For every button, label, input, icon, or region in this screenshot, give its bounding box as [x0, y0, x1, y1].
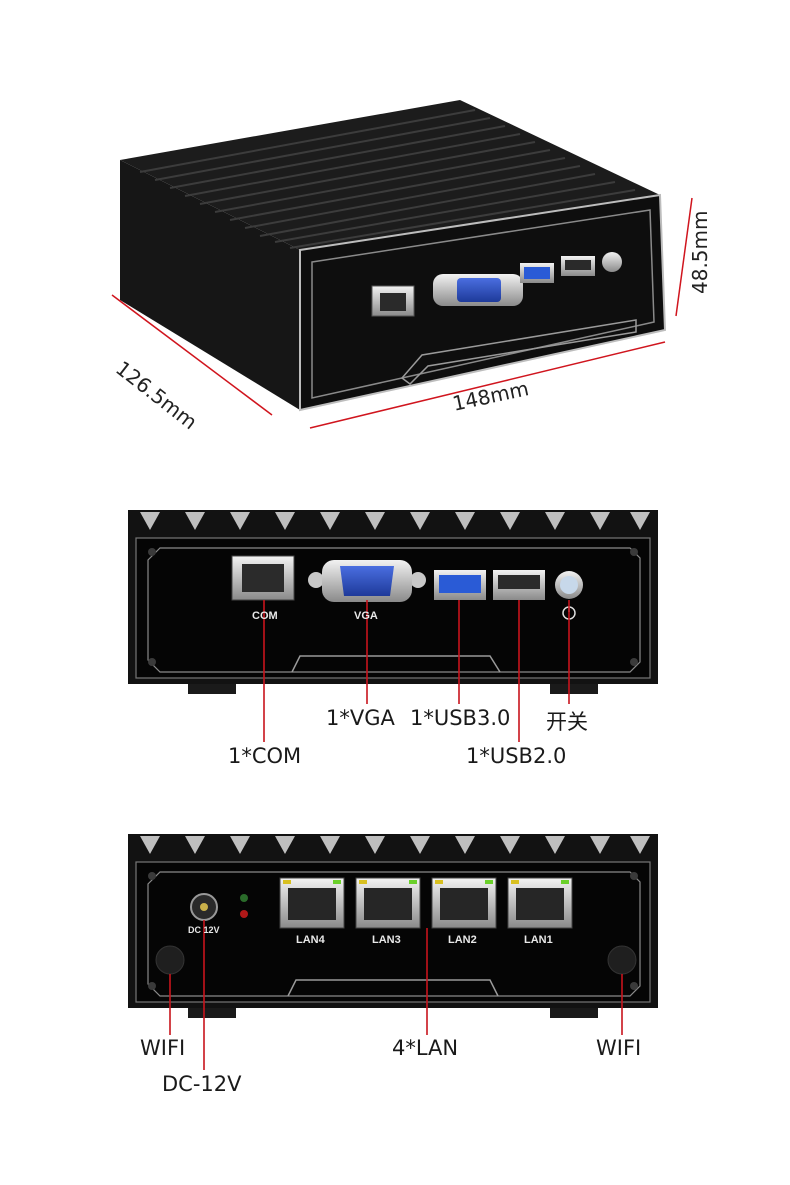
- wifi-antenna-right: [607, 945, 637, 975]
- callout-com: 1*COM: [228, 744, 302, 768]
- rear-lan2-label: LAN2: [448, 934, 477, 946]
- rear-lan-ports: [279, 877, 573, 929]
- front-vga-port-label: VGA: [354, 610, 378, 622]
- callout-dc: DC-12V: [162, 1072, 242, 1096]
- rear-view: [128, 834, 658, 1070]
- front-com-port-label: COM: [252, 610, 278, 622]
- callout-usb2: 1*USB2.0: [466, 744, 567, 768]
- hdd-led: [240, 910, 248, 918]
- wifi-antenna-left: [155, 945, 185, 975]
- power-led: [240, 894, 248, 902]
- chassis-top: [120, 100, 660, 250]
- chassis-side-left: [120, 160, 300, 410]
- dim-line-depth: [111, 294, 273, 416]
- dim-line-height: [675, 197, 693, 317]
- callout-vga: 1*VGA: [326, 706, 395, 730]
- rear-dc-port-label: DC 12V: [188, 925, 220, 935]
- rear-fin-tops: [140, 836, 650, 854]
- front-view: [128, 510, 658, 742]
- dim-line-width: [309, 341, 666, 429]
- callout-power-switch: 开关: [546, 710, 588, 734]
- callout-wifi-right: WIFI: [596, 1036, 642, 1060]
- isometric-view: [111, 100, 693, 429]
- heatsink-fins: [139, 109, 636, 249]
- rear-lan4-label: LAN4: [296, 934, 325, 946]
- callout-lan: 4*LAN: [392, 1036, 459, 1060]
- front-callout-lines: [263, 600, 570, 742]
- front-fin-tops: [140, 512, 650, 530]
- rear-lan1-label: LAN1: [524, 934, 553, 946]
- iso-power-button: [602, 252, 622, 272]
- callout-wifi-left: WIFI: [140, 1036, 186, 1060]
- callout-usb3: 1*USB3.0: [410, 706, 511, 730]
- rear-lan3-label: LAN3: [372, 934, 401, 946]
- dimension-height-label: 48.5mm: [688, 210, 712, 295]
- rear-callout-lines: [169, 920, 623, 1070]
- front-panel-inner: [311, 209, 655, 399]
